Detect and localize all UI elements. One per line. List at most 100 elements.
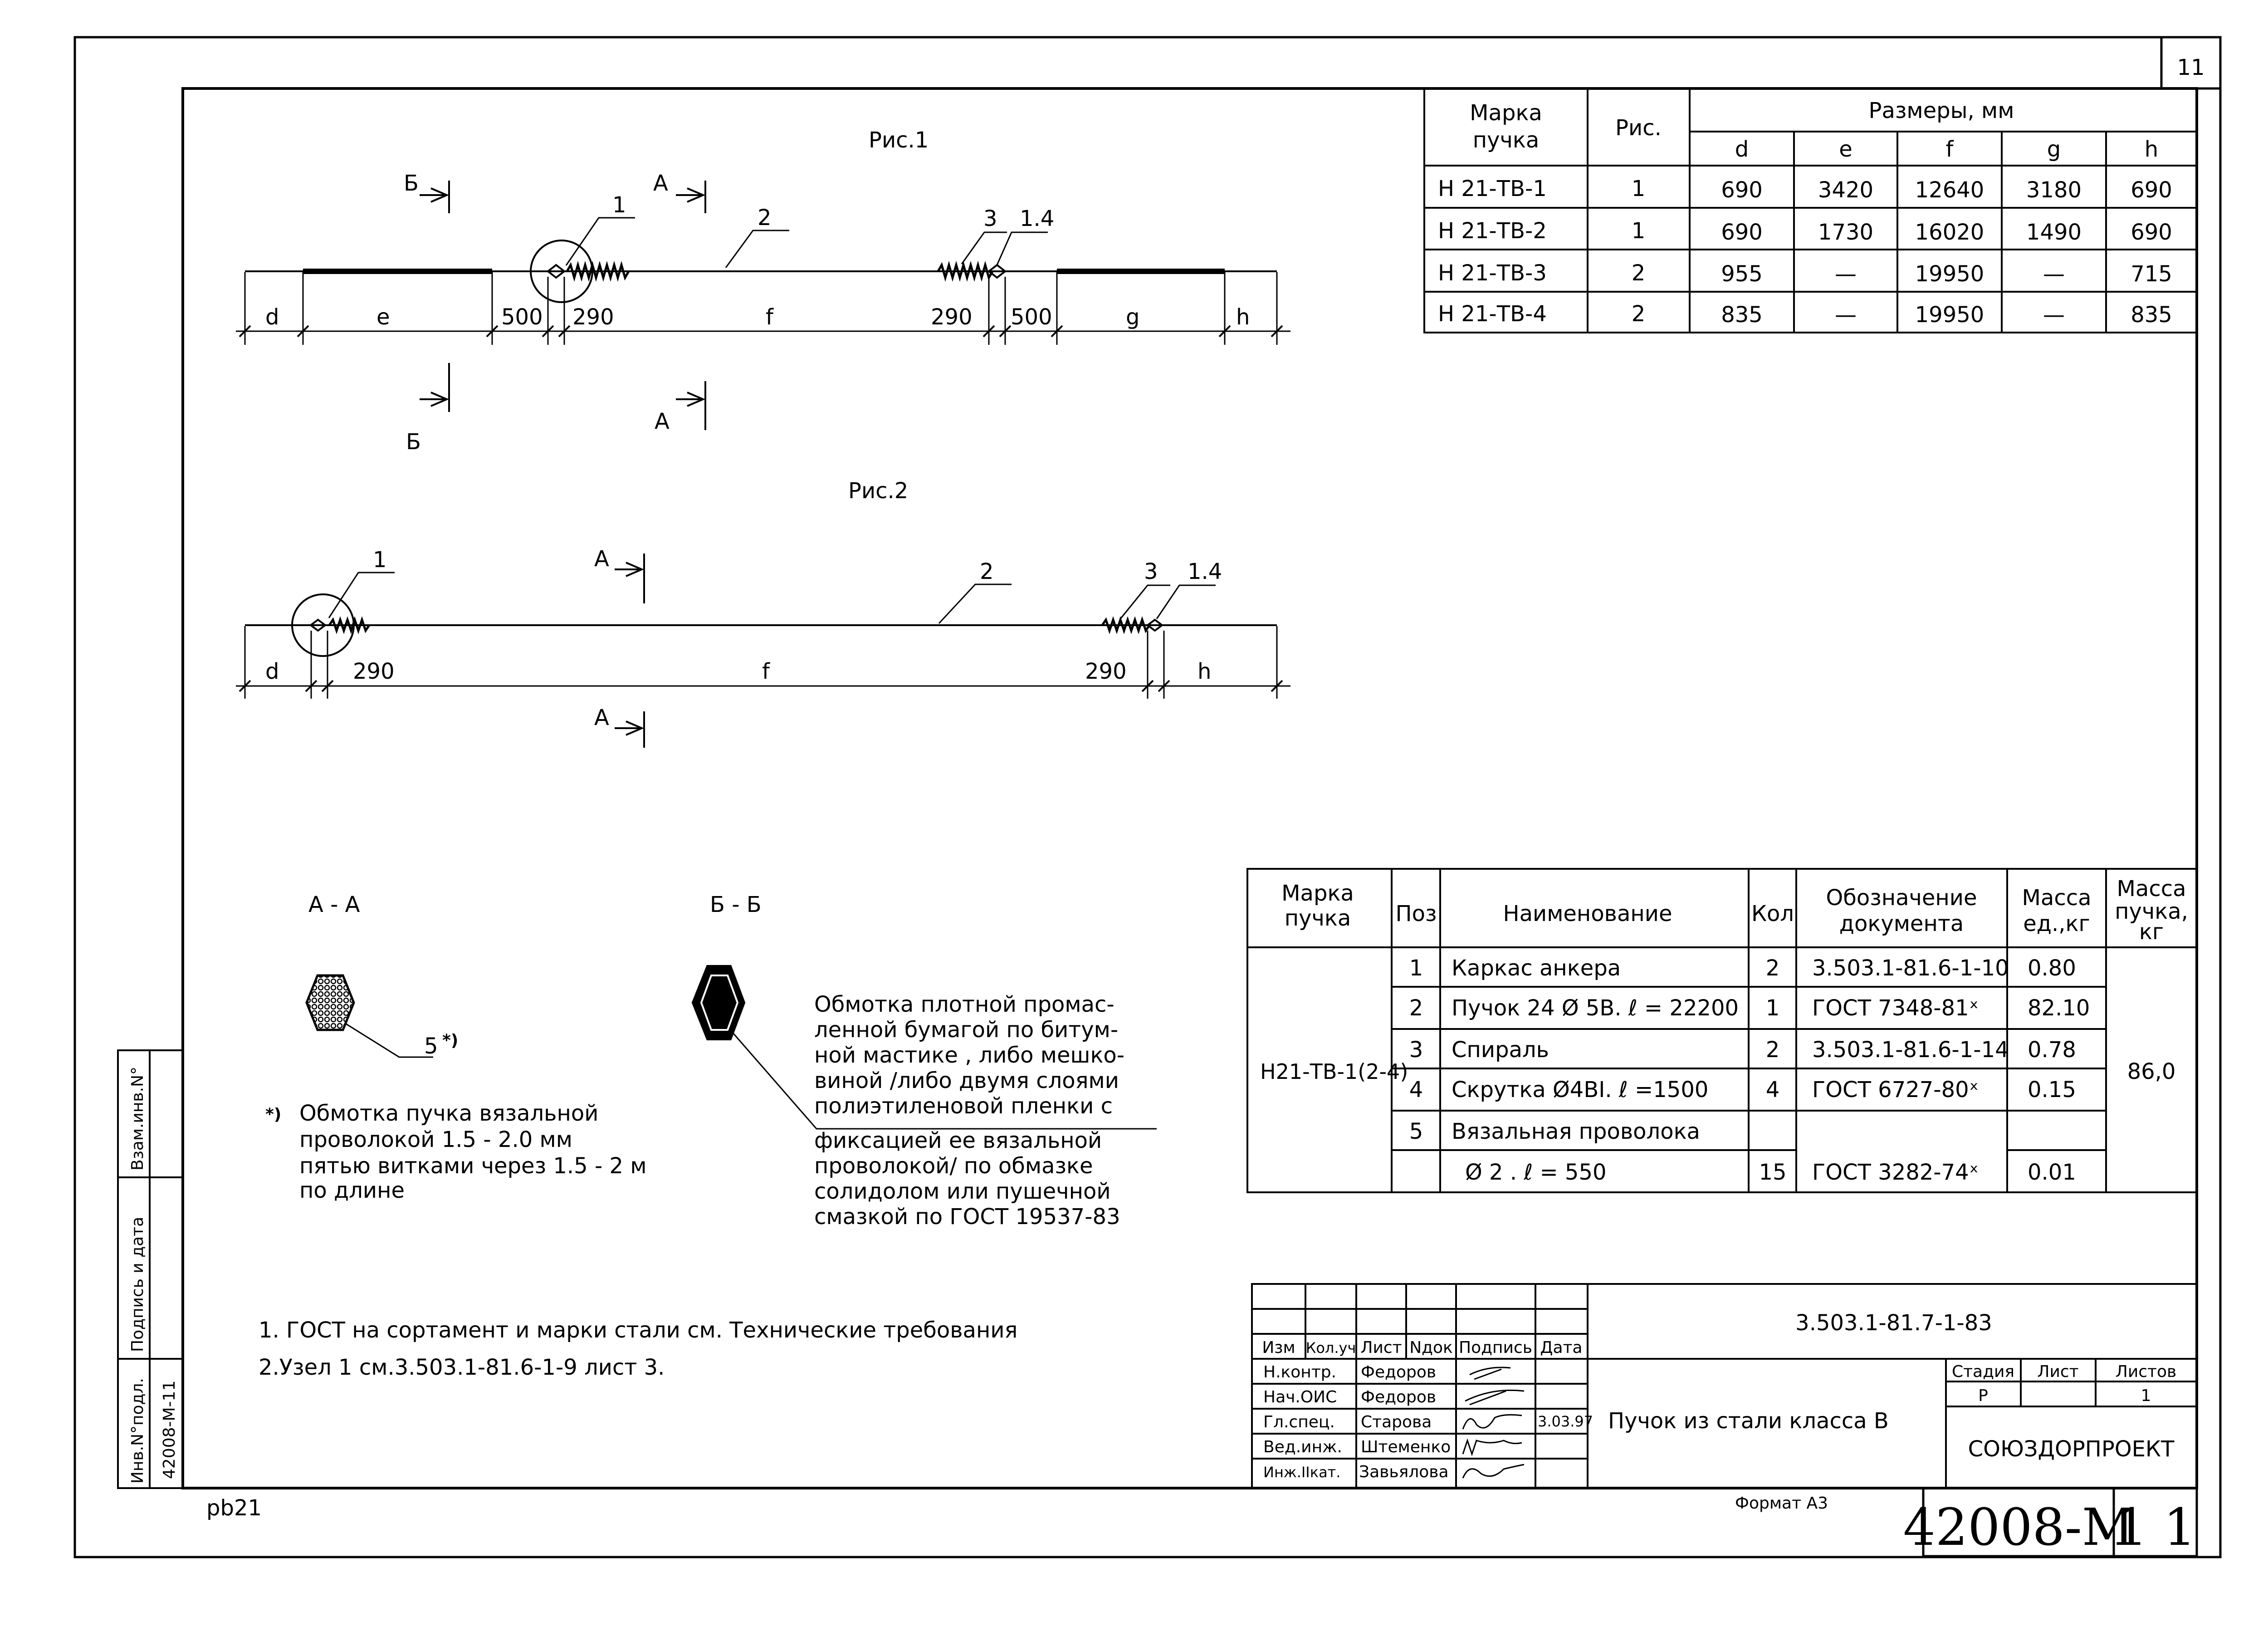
sizes-row: Н 21-ТВ-4 2 835 — 19950 — 835 (1438, 301, 2172, 328)
section-mark-a-top: А (653, 171, 706, 213)
footer-code: pb21 (206, 1495, 262, 1521)
svg-text:Пучок 24 Ø 5В. ℓ = 22200: Пучок 24 Ø 5В. ℓ = 22200 (1452, 995, 1739, 1021)
svg-text:Спираль: Спираль (1452, 1037, 1549, 1063)
outer-frame (73, 36, 2222, 1558)
svg-text:Вед.инж.: Вед.инж. (1263, 1438, 1342, 1456)
svg-text:d: d (1735, 137, 1749, 162)
bundle-cross-section-aa (305, 974, 355, 1031)
svg-text:Инв.N°подл.: Инв.N°подл. (128, 1378, 147, 1484)
svg-text:290: 290 (572, 304, 614, 330)
section-mark-a-bottom: А (655, 381, 706, 434)
svg-text:5: 5 (1409, 1119, 1423, 1144)
figure-1: Рис.1 1 2 3 1.4 Б А (236, 127, 1290, 455)
svg-text:Масса: Масса (2022, 885, 2091, 911)
svg-text:835: 835 (2131, 302, 2172, 328)
svg-text:проволокой 1.5 - 2.0 мм: проволокой 1.5 - 2.0 мм (299, 1127, 572, 1152)
svg-text:Б: Б (404, 171, 419, 196)
svg-text:290: 290 (931, 304, 973, 330)
svg-text:Лист: Лист (2037, 1362, 2078, 1381)
fig2-callout-1: 1 (373, 547, 387, 573)
spec-row: 2 Пучок 24 Ø 5В. ℓ = 22200 1 ГОСТ 7348-8… (1409, 995, 2090, 1021)
svg-text:2: 2 (1409, 995, 1423, 1021)
fig1-callout-2: 2 (758, 205, 772, 230)
side-stamp: Взам.инв.N° Подпись и дата Инв.N°подл. 4… (117, 1049, 184, 1489)
svg-text:2: 2 (1632, 260, 1646, 286)
spiral-right (937, 260, 994, 282)
bottom-code-block: 42008-М 1 1 Формат А3 (1735, 1487, 2198, 1558)
section-mark-b-bottom: Б (406, 363, 450, 455)
spec-row: 5 Вязальная проволока (1409, 1119, 1700, 1144)
organization: СОЮЗДОРПРОЕКТ (1968, 1436, 2175, 1462)
signature-fedorov-2 (1465, 1389, 1525, 1406)
svg-text:690: 690 (2131, 177, 2172, 203)
svg-text:4: 4 (1766, 1077, 1780, 1102)
svg-text:2: 2 (1766, 1037, 1780, 1063)
svg-text:ГОСТ 7348-81ˣ: ГОСТ 7348-81ˣ (1812, 995, 1979, 1021)
svg-text:—: — (1835, 302, 1857, 328)
svg-text:А: А (594, 546, 609, 572)
svg-text:полиэтиленовой пленки с: полиэтиленовой пленки с (814, 1093, 1113, 1119)
svg-text:Стадия: Стадия (1952, 1362, 2014, 1381)
svg-text:ленной бумагой по битум-: ленной бумагой по битум- (814, 1017, 1118, 1043)
svg-text:Взам.инв.N°: Взам.инв.N° (128, 1067, 147, 1171)
svg-text:3.503.1-81.6-1-10: 3.503.1-81.6-1-10 (1812, 955, 2009, 981)
spiral-left-fig2 (328, 616, 371, 634)
svg-text:2: 2 (1632, 301, 1646, 327)
fig2-callout-3: 3 (1144, 559, 1158, 584)
signature-shtemenko (1462, 1438, 1522, 1456)
fig2-dimensions: d 290 f 290 h (236, 626, 1290, 699)
svg-text:проволокой/ по обмазке: проволокой/ по обмазке (814, 1153, 1093, 1179)
svg-text:1: 1 (1409, 955, 1423, 981)
signature-zavyalova (1462, 1464, 1525, 1479)
svg-text:А: А (594, 705, 609, 730)
big-doc-code: 42008-М (1903, 1498, 2134, 1557)
svg-text:82.10: 82.10 (2028, 995, 2090, 1021)
svg-text:Наименование: Наименование (1503, 901, 1672, 926)
svg-text:690: 690 (2131, 220, 2172, 245)
svg-text:15: 15 (1759, 1160, 1786, 1185)
inner-frame (181, 87, 2198, 1489)
svg-text:Н 21-ТВ-2: Н 21-ТВ-2 (1438, 218, 1547, 244)
fig2-title: Рис.2 (848, 478, 908, 504)
svg-text:Вязальная проволока: Вязальная проволока (1452, 1119, 1700, 1144)
svg-text:Федоров: Федоров (1361, 1388, 1436, 1406)
signature-fedorov-1 (1469, 1367, 1511, 1380)
big-sheet-number: 1 1 (2115, 1498, 2196, 1557)
svg-text:0.15: 0.15 (2028, 1077, 2076, 1102)
svg-text:*): *) (442, 1031, 458, 1050)
svg-text:h: h (1198, 659, 1211, 684)
svg-text:1730: 1730 (1818, 220, 1873, 245)
page-number: 11 (2177, 55, 2204, 80)
sizes-table: Марка пучка Рис. Размеры, мм d e f g h Н… (1423, 88, 2198, 333)
svg-text:3180: 3180 (2026, 177, 2082, 203)
svg-text:Подпись: Подпись (1459, 1338, 1532, 1357)
svg-text:Марка: Марка (1470, 100, 1542, 126)
svg-text:3: 3 (1409, 1037, 1423, 1063)
fig1-callout-1-4: 1.4 (1020, 206, 1054, 231)
format-label: Формат А3 (1735, 1494, 1828, 1513)
svg-text:А: А (653, 171, 668, 196)
spiral-left (566, 260, 630, 282)
svg-text:1. ГОСТ на сортамент и марки с: 1. ГОСТ на сортамент и марки стали см. Т… (259, 1318, 1017, 1343)
person-row: Н.контр. Федоров (1263, 1363, 1511, 1381)
svg-text:Старова: Старова (1361, 1413, 1432, 1431)
svg-text:42008-М-11: 42008-М-11 (160, 1381, 179, 1479)
fig1-callout-3: 3 (983, 206, 997, 231)
svg-text:ГОСТ 3282-74ˣ: ГОСТ 3282-74ˣ (1812, 1160, 1979, 1185)
svg-text:Завьялова: Завьялова (1359, 1463, 1449, 1481)
svg-text:e: e (376, 304, 390, 330)
svg-text:500: 500 (1011, 304, 1052, 330)
svg-text:2: 2 (1766, 955, 1780, 981)
svg-text:Подпись и дата: Подпись и дата (128, 1217, 147, 1352)
fig1-title: Рис.1 (869, 127, 929, 153)
svg-text:Кол: Кол (1751, 901, 1794, 926)
svg-text:19950: 19950 (1915, 261, 1984, 287)
svg-text:Инж.IIкат.: Инж.IIкат. (1263, 1464, 1340, 1481)
fig1-callout-1: 1 (612, 192, 626, 218)
svg-text:h: h (1236, 304, 1250, 330)
section-aa: А - А 5 *) *) Обмотка пучка вязальной пр… (265, 892, 647, 1203)
section-bb: Б - Б Обмотка плотной промас- ленной бум… (691, 892, 1157, 1230)
svg-text:f: f (762, 659, 770, 684)
svg-text:g: g (2047, 137, 2061, 162)
svg-text:690: 690 (1721, 220, 1763, 245)
